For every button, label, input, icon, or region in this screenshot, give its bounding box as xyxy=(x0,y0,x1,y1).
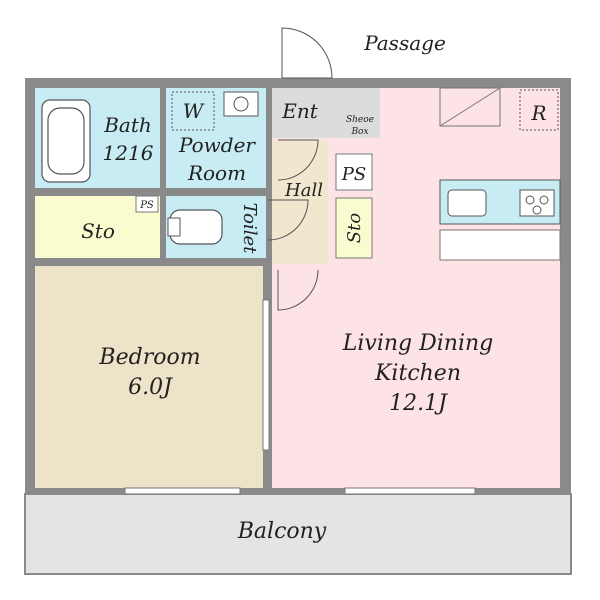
ldk-label-line1: Living Dining xyxy=(342,331,494,356)
toilet-door-swing xyxy=(267,199,309,241)
sink-icon xyxy=(223,91,259,117)
burner-3-icon xyxy=(532,205,542,215)
burner-2-icon xyxy=(539,195,549,205)
balcony-label: Balcony xyxy=(237,519,327,544)
sink-basin-icon xyxy=(233,96,249,112)
powder-room-label-line2: Room xyxy=(187,161,246,185)
ldk-window xyxy=(344,487,476,495)
storage-left-label: Sto xyxy=(81,219,115,243)
toilet-label: Toilet xyxy=(239,203,260,255)
bathtub-inner-icon xyxy=(47,107,85,175)
burner-1-icon xyxy=(525,195,535,205)
hall-door-swing xyxy=(277,139,319,181)
bedroom-room xyxy=(35,266,263,488)
washer-label: W xyxy=(183,99,205,123)
ldk-label-line2: Kitchen xyxy=(374,361,461,386)
ps-small xyxy=(135,195,159,213)
bedroom-side-window xyxy=(262,299,270,451)
bedroom-size-label: 6.0J xyxy=(128,375,173,400)
entrance-label: Ent xyxy=(281,99,318,123)
ldk-door-swing xyxy=(277,269,319,311)
bath-label: Bath xyxy=(103,113,152,137)
bedroom-window xyxy=(124,487,241,495)
storage-hall-label: Sto xyxy=(344,213,365,244)
kitchen-sink-icon xyxy=(447,189,487,217)
kitchen-peninsula xyxy=(439,229,561,261)
shoe-box-label-line1: Sheoe xyxy=(346,115,374,125)
hall-label: Hall xyxy=(284,180,323,201)
refrigerator-label: R xyxy=(530,101,546,125)
ps-hall xyxy=(335,153,373,191)
ldk-size-label: 12.1J xyxy=(389,391,448,416)
balcony-area xyxy=(24,493,572,575)
entrance-area-overlay xyxy=(272,88,380,138)
passage-label: Passage xyxy=(363,31,446,55)
washer-space-icon xyxy=(171,91,215,131)
powder-room-label-line1: Powder xyxy=(178,133,256,157)
shoe-box-label-line2: Box xyxy=(350,127,368,137)
kitchen-counter-diagonal xyxy=(439,87,501,127)
hall-area xyxy=(272,140,328,264)
bath-size-label: 1216 xyxy=(103,141,154,165)
stove-icon xyxy=(519,189,555,217)
toilet-tank-icon xyxy=(167,217,181,237)
pipe-space-hall-label: PS xyxy=(341,164,366,185)
bathtub-icon xyxy=(41,99,91,183)
pipe-space-small-label: PS xyxy=(139,200,154,211)
storage-hall xyxy=(335,197,373,259)
bedroom-label: Bedroom xyxy=(98,345,200,370)
entrance-door-swing xyxy=(281,27,333,79)
refrigerator-space-icon xyxy=(519,89,559,131)
